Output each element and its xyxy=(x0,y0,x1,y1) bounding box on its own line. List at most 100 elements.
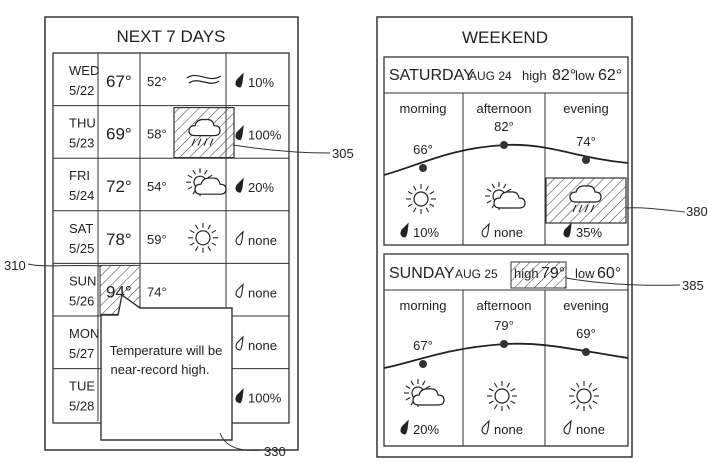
raindrop-outline-icon xyxy=(235,230,244,246)
saturday-day: SATURDAY xyxy=(389,67,474,84)
period-name: afternoon xyxy=(477,101,532,116)
partly-cloudy-icon xyxy=(485,182,526,210)
day-date: 5/28 xyxy=(69,399,94,414)
day-precip: 100% xyxy=(248,391,282,406)
raindrop-outline-icon xyxy=(563,419,572,435)
period-temp: 79° xyxy=(494,318,514,333)
ref-305: 305 xyxy=(332,146,354,161)
sunday-high-hatch xyxy=(510,261,567,289)
period-name: evening xyxy=(563,101,609,116)
day-high: 78° xyxy=(106,230,132,249)
period-temp: 82° xyxy=(494,119,514,134)
day-name: SAT xyxy=(69,221,93,236)
raindrop-filled-icon xyxy=(235,388,244,404)
week-day-row[interactable]: TUE 5/28 100% xyxy=(69,379,282,414)
day-low: 58° xyxy=(147,127,167,142)
period-precip: 10% xyxy=(413,225,439,240)
rain-cloud-icon xyxy=(569,185,602,213)
period-column[interactable]: evening 74° 35% xyxy=(563,101,609,240)
raindrop-filled-icon xyxy=(400,222,409,238)
day-precip: 100% xyxy=(248,128,282,143)
raindrop-filled-icon xyxy=(235,125,244,141)
reference-leaders: 305 310 330 380 385 xyxy=(4,144,708,459)
period-precip: 20% xyxy=(413,422,439,437)
ref-310: 310 xyxy=(4,258,26,273)
popup-line-1: Temperature will be xyxy=(110,343,223,358)
day-low: 74° xyxy=(147,284,167,299)
period-precip: none xyxy=(494,422,523,437)
ref-330: 330 xyxy=(264,444,286,459)
saturday-high: 82° xyxy=(552,67,576,84)
period-column[interactable]: morning 66° 10% xyxy=(400,101,447,240)
day-date: 5/23 xyxy=(69,136,94,151)
period-column[interactable]: morning 67° 20% xyxy=(400,298,447,437)
popup-line-2: near-record high. xyxy=(111,362,210,377)
temp-point xyxy=(500,340,508,348)
day-high: 67° xyxy=(106,72,132,91)
saturday-date: AUG 24 xyxy=(469,69,512,83)
sun-icon xyxy=(487,381,517,411)
temp-point xyxy=(419,164,427,172)
day-low: 52° xyxy=(147,74,167,89)
ref-385: 385 xyxy=(682,278,704,293)
period-column[interactable]: afternoon 82° none xyxy=(477,101,532,240)
record-high-popup[interactable]: Temperature will be near-record high. xyxy=(100,293,233,441)
day-high: 69° xyxy=(106,125,132,144)
day-precip: 20% xyxy=(248,180,274,195)
raindrop-filled-icon xyxy=(563,222,572,238)
partly-cloudy-icon xyxy=(404,379,445,407)
day-date: 5/22 xyxy=(69,83,94,98)
sunday-day: SUNDAY xyxy=(389,265,455,282)
day-name: WED xyxy=(69,63,99,78)
day-precip: none xyxy=(248,233,277,248)
temp-point xyxy=(500,141,508,149)
day-name: FRI xyxy=(69,168,90,183)
sunday-low: 60° xyxy=(597,265,621,282)
period-name: afternoon xyxy=(477,298,532,313)
wind-icon xyxy=(186,74,222,84)
raindrop-outline-icon xyxy=(235,335,244,351)
raindrop-outline-icon xyxy=(481,419,490,435)
day-name: MON xyxy=(69,326,99,341)
saturday-low-label: low xyxy=(575,68,595,83)
saturday-high-label: high xyxy=(522,68,547,83)
week-panel-title: NEXT 7 DAYS xyxy=(117,27,226,46)
temp-point xyxy=(582,156,590,164)
ref-380: 380 xyxy=(686,204,708,219)
period-precip: none xyxy=(576,422,605,437)
sunday-card: SUNDAY AUG 25 high 79° low 60° morning67… xyxy=(383,253,629,447)
period-precip: 35% xyxy=(576,225,602,240)
period-column[interactable]: afternoon 79° none xyxy=(477,298,532,437)
raindrop-filled-icon xyxy=(400,419,409,435)
weekend-panel: WEEKEND SATURDAY AUG 24 high 82° low 62°… xyxy=(376,16,633,458)
period-name: morning xyxy=(400,298,447,313)
day-name: TUE xyxy=(69,379,95,394)
raindrop-outline-icon xyxy=(235,282,244,298)
day-date: 5/24 xyxy=(69,188,94,203)
day-low: 54° xyxy=(147,179,167,194)
period-temp: 74° xyxy=(576,134,596,149)
period-temp: 66° xyxy=(413,142,433,157)
period-name: morning xyxy=(400,101,447,116)
sunday-date: AUG 25 xyxy=(455,267,498,281)
partly-cloudy-icon xyxy=(186,168,227,197)
day-high: 72° xyxy=(106,177,132,196)
day-date: 5/25 xyxy=(69,241,94,256)
period-temp: 67° xyxy=(413,338,433,353)
day-date: 5/26 xyxy=(69,293,94,308)
week-day-row[interactable]: FRI 5/24 72° 54° 20% xyxy=(69,168,274,203)
sun-icon xyxy=(569,381,599,411)
day-precip: 10% xyxy=(248,75,274,90)
day-name: SUN xyxy=(69,273,96,288)
rain-cloud-icon xyxy=(188,118,221,146)
week-day-row[interactable]: WED 5/22 67° 52° 10% xyxy=(69,63,274,98)
period-precip: none xyxy=(494,225,523,240)
